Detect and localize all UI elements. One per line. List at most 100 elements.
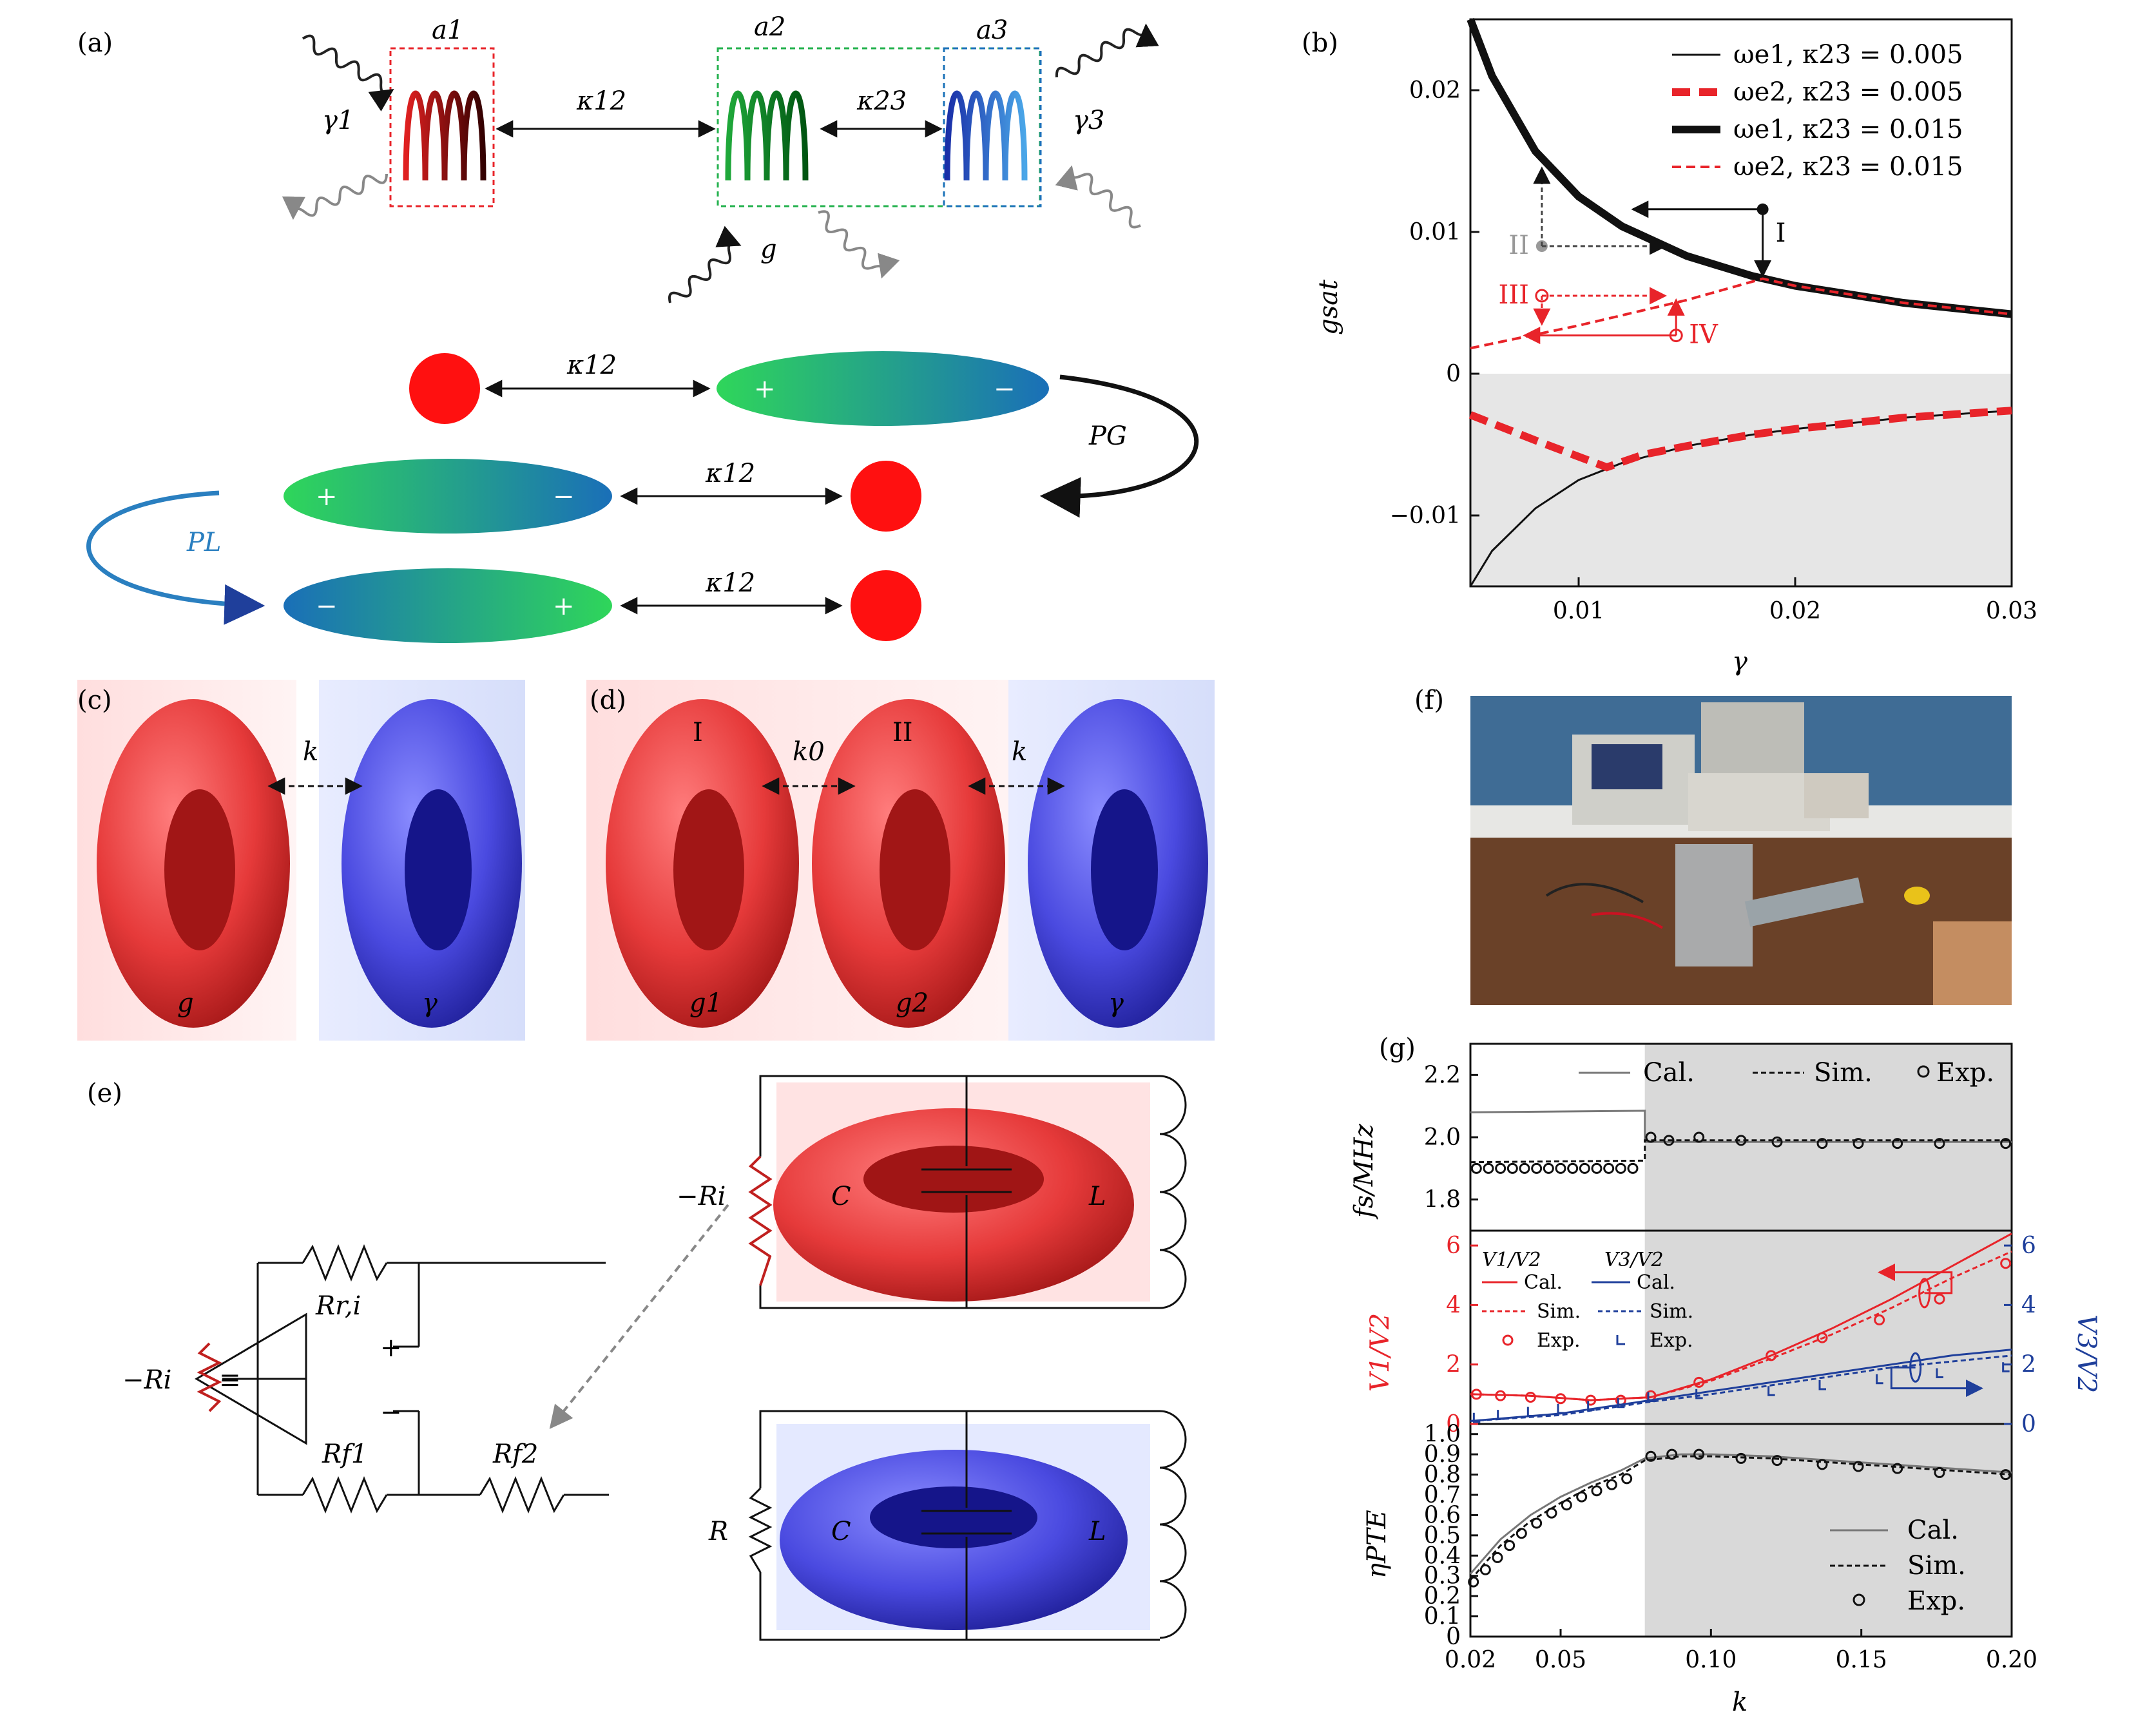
g-mid-v1-exp-point [1766,1350,1777,1361]
g-top-exp-point [1470,1162,1482,1174]
g-bot-ytick-label: 0.3 [1424,1563,1461,1590]
g-bot-legend-exp: Exp. [1907,1586,1965,1616]
g-bot-exp-point [1576,1491,1588,1503]
g-mid-ytick-label-left: 6 [1446,1233,1461,1259]
d-torus-blue [1028,699,1208,1028]
dipole-top-plus: + [754,374,776,404]
dipole-mid-minus: − [553,482,575,512]
g-mid-v3-exp-point [1526,1407,1535,1418]
g-bot-exp-point [1492,1552,1503,1563]
g-bot-ytick-label: 0.4 [1424,1543,1461,1569]
g-mid-v3-exp-point [1936,1368,1943,1379]
d-torus-red-1 [606,699,799,1028]
lc-blue-R: R [708,1517,728,1546]
panel-e-label: (e) [87,1079,122,1108]
c-gamma-label: γ [422,988,438,1018]
g-bot-exp-point [1546,1507,1557,1519]
label-Rri: Rr,i [315,1291,361,1321]
g-bot-exp-point [1934,1466,1945,1478]
g-top-exp-point [1663,1135,1675,1146]
label-a3: a3 [976,15,1008,45]
panel-b-label: (b) [1302,28,1338,58]
lc-red-torus [773,1108,1134,1302]
g-mid-ytick-label-right: 4 [2021,1292,2036,1318]
g-top-exp-point [1693,1131,1705,1143]
c-torus-red [97,699,290,1028]
g-top-exp-point [1934,1138,1945,1149]
g-mid-ytick-label-left: 0 [1446,1411,1461,1437]
g-bot-exp-point [1892,1463,1903,1474]
d-torus-red-2 [812,699,1005,1028]
dipole-bot-minus: − [316,591,338,621]
g-top-exp-point [1483,1162,1494,1174]
g-top-exp-point [1519,1162,1530,1174]
g-xtick-label: 0.15 [1836,1647,1887,1673]
wave-out-a3-icon [1055,23,1159,78]
lc-blue-circuit [748,1410,1187,1641]
g-bot-ytick-label: 0.6 [1424,1502,1461,1528]
g-bot-exp-point [1504,1540,1516,1552]
g-mid-legend-v3-sim: Sim. [1650,1300,1693,1323]
b-mark-II: II [1508,231,1529,260]
g-mid-v1-exp-point [1874,1314,1885,1325]
lc-red-negRi: −Ri [677,1182,726,1211]
resonator-a1-box [389,47,495,207]
g-top-exp-point [1853,1138,1864,1149]
g-mid-v1-exp-point [1470,1389,1482,1400]
label-Rf1: Rf1 [322,1439,367,1469]
g-top-exp-point [2000,1138,2012,1149]
lc-blue-C: C [831,1517,851,1546]
g-bot-exp-point [1479,1564,1491,1575]
g-bot-exp-point [1561,1499,1572,1511]
coupling-k12-label: κ12 [576,86,626,116]
c-torus-blue [342,699,522,1028]
g-mid-v1-exp-point [1555,1393,1566,1405]
g-mid-legend-v1: V1/V2 [1482,1249,1541,1271]
g-bot-legend-sim: Sim. [1907,1551,1966,1581]
g-bot-ytick-label: 0.1 [1424,1604,1461,1630]
g-mid-v1-exp-point [1525,1391,1536,1403]
panel-c-label: (c) [77,686,112,715]
g-top-exp-point [1645,1131,1657,1143]
g-top-ytick-label: 2.2 [1424,1062,1461,1088]
b-xtick-label: 0.03 [1986,598,2037,624]
g-bot-exp-point [1621,1473,1633,1485]
g-top-exp-point [1531,1162,1543,1174]
b-shaded-region [1470,374,2012,586]
g-bot-exp-point [2000,1469,2012,1481]
g-xlabel: k [1732,1687,1747,1717]
g-bot-exp-point [1771,1455,1783,1466]
g-mid-legend-v3-cal: Cal. [1637,1271,1675,1294]
g-mid-v3-exp-point [1497,1410,1505,1420]
g-top-exp-point [1495,1162,1506,1174]
lc-red-neg-resistor [748,1155,773,1286]
b-mark-III: III [1498,280,1528,310]
g-mid-v1-indicator-arrow [1877,1264,1953,1294]
g-frame-2 [1469,1423,2013,1638]
g-ylabel-mid-left: V1/V2 [1365,1313,1395,1392]
g-bot-exp-point [1693,1448,1705,1460]
g-ylabel-mid-right: V3/V2 [2072,1314,2101,1393]
g-bot-exp-point [1735,1452,1747,1464]
opamp-plus: + [380,1333,402,1363]
pg-label: PG [1088,421,1127,451]
g-top-exp-point [1892,1138,1903,1149]
lc-red-circuit [759,1075,1187,1309]
b-xtick-label: 0.01 [1553,598,1604,624]
lc-red-C: C [831,1182,851,1211]
g-top-exp-point [1603,1162,1615,1174]
coil-a3-icon [944,90,1028,181]
panel-f-label: (f) [1414,686,1444,715]
panel-g-label: (g) [1379,1034,1416,1063]
wave-in-a1-icon [302,34,394,111]
b-mark-IV: IV [1689,320,1718,350]
g-bot-exp-point [1853,1461,1864,1472]
g-bot-ytick-label: 0.2 [1424,1583,1461,1610]
g-xtick-label: 0.10 [1685,1647,1737,1673]
b-ytick-label: 0.01 [1409,219,1461,245]
g-xtick-label: 0.05 [1535,1647,1586,1673]
g-mid-v3-exp-point [1587,1401,1595,1411]
